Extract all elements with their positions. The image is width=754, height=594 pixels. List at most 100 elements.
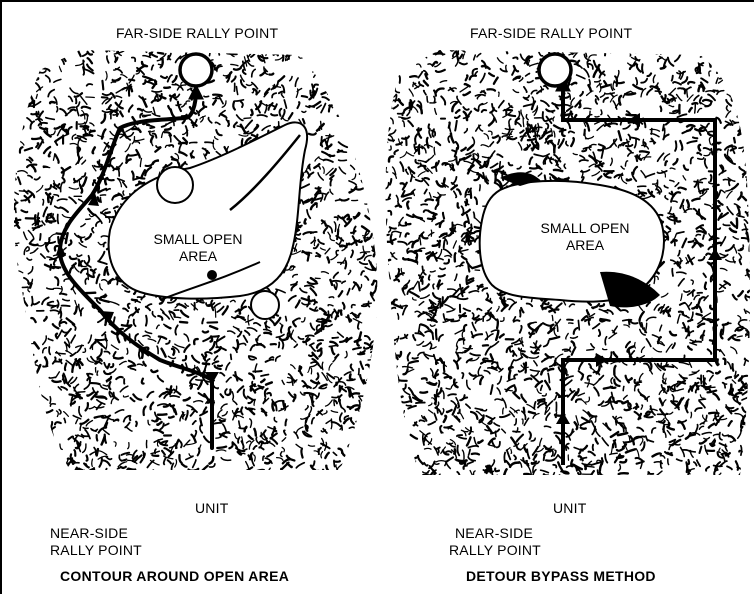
vegetation-stroke: [749, 69, 750, 75]
vegetation-stroke: [111, 345, 118, 349]
vegetation-stroke: [699, 257, 705, 260]
vegetation-stroke: [351, 165, 355, 169]
vegetation-stroke: [509, 371, 510, 380]
vegetation-stroke: [6, 447, 14, 449]
vegetation-stroke: [491, 164, 498, 168]
vegetation-stroke: [724, 359, 726, 364]
vegetation-stroke: [675, 444, 680, 445]
vegetation-stroke: [152, 312, 155, 317]
vegetation-stroke: [420, 392, 427, 393]
vegetation-stroke: [10, 128, 17, 133]
vegetation-stroke: [453, 241, 456, 248]
vegetation-stroke: [723, 179, 730, 180]
vegetation-stroke: [668, 387, 669, 391]
vegetation-stroke: [332, 310, 335, 317]
vegetation-stroke: [218, 50, 219, 55]
vegetation-stroke: [668, 58, 674, 66]
vegetation-stroke: [384, 275, 386, 280]
vegetation-stroke: [738, 102, 740, 108]
vegetation-stroke: [660, 106, 661, 111]
vegetation-stroke: [3, 255, 4, 262]
vegetation-stroke: [11, 59, 16, 65]
vegetation-stroke: [15, 106, 18, 114]
vegetation-stroke: [79, 407, 81, 417]
vegetation-stroke: [46, 457, 48, 464]
vegetation-stroke: [335, 99, 337, 104]
vegetation-stroke: [651, 406, 655, 415]
vegetation-stroke: [150, 403, 153, 410]
vegetation-stroke: [311, 346, 315, 351]
vegetation-stroke: [4, 71, 11, 72]
vegetation-stroke: [1, 386, 3, 390]
vegetation-stroke: [705, 204, 711, 206]
vegetation-stroke: [389, 228, 391, 232]
vegetation-stroke: [445, 377, 452, 378]
vegetation-stroke: [475, 227, 480, 228]
vegetation-stroke: [312, 418, 314, 424]
vegetation-stroke: [687, 49, 693, 53]
vegetation-stroke: [367, 378, 374, 380]
vegetation-stroke: [14, 447, 16, 451]
vegetation-stroke: [94, 31, 96, 41]
vegetation-stroke: [55, 246, 58, 251]
vegetation-stroke: [322, 97, 329, 100]
vegetation-stroke: [502, 136, 507, 137]
vegetation-stroke: [372, 352, 378, 358]
vegetation-stroke: [742, 118, 749, 121]
vegetation-stroke: [468, 227, 472, 229]
vegetation-stroke: [334, 383, 336, 387]
vegetation-stroke: [572, 46, 578, 50]
vegetation-stroke: [353, 102, 359, 103]
vegetation-stroke: [341, 65, 346, 70]
vegetation-stroke: [48, 305, 56, 306]
vegetation-stroke: [312, 84, 313, 92]
vegetation-stroke: [60, 444, 62, 449]
vegetation-stroke: [107, 49, 114, 50]
vegetation-stroke: [103, 385, 108, 386]
vegetation-stroke: [747, 180, 752, 187]
vegetation-stroke: [344, 54, 345, 59]
vegetation-stroke: [28, 344, 36, 347]
vegetation-stroke: [747, 154, 749, 161]
vegetation-stroke: [482, 110, 487, 112]
vegetation-stroke: [690, 331, 694, 333]
vegetation-stroke: [215, 122, 220, 124]
vegetation-stroke: [13, 260, 17, 265]
vegetation-stroke: [174, 136, 180, 142]
vegetation-stroke: [572, 83, 577, 85]
vegetation-stroke: [227, 50, 234, 57]
vegetation-stroke: [417, 64, 421, 67]
vegetation-stroke: [93, 147, 95, 153]
vegetation-stroke: [124, 480, 129, 482]
vegetation-stroke: [234, 68, 241, 70]
vegetation-stroke: [508, 299, 516, 303]
vegetation-stroke: [701, 55, 707, 57]
vegetation-stroke: [83, 444, 86, 453]
vegetation-stroke: [146, 45, 148, 53]
vegetation-stroke: [689, 108, 692, 112]
vegetation-stroke: [356, 153, 360, 160]
vegetation-stroke: [422, 179, 428, 186]
vegetation-stroke: [488, 131, 492, 135]
vegetation-stroke: [347, 289, 349, 295]
vegetation-stroke: [613, 352, 617, 357]
vegetation-stroke: [697, 73, 701, 74]
vegetation-stroke: [389, 419, 397, 420]
vegetation-stroke: [278, 52, 284, 53]
vegetation-stroke: [524, 104, 532, 106]
vegetation-stroke: [198, 381, 202, 389]
vegetation-stroke: [263, 456, 264, 460]
vegetation-stroke: [479, 104, 483, 110]
vegetation-stroke: [546, 123, 548, 128]
vegetation-stroke: [383, 225, 386, 230]
vegetation-stroke: [439, 275, 445, 276]
vegetation-stroke: [648, 73, 652, 76]
vegetation-stroke: [699, 145, 700, 151]
vegetation-stroke: [433, 253, 437, 254]
vegetation-stroke: [384, 175, 391, 179]
vegetation-stroke: [235, 434, 238, 439]
vegetation-stroke: [469, 449, 471, 455]
vegetation-stroke: [24, 415, 27, 423]
vegetation-stroke: [81, 261, 83, 266]
vegetation-stroke: [366, 93, 368, 101]
